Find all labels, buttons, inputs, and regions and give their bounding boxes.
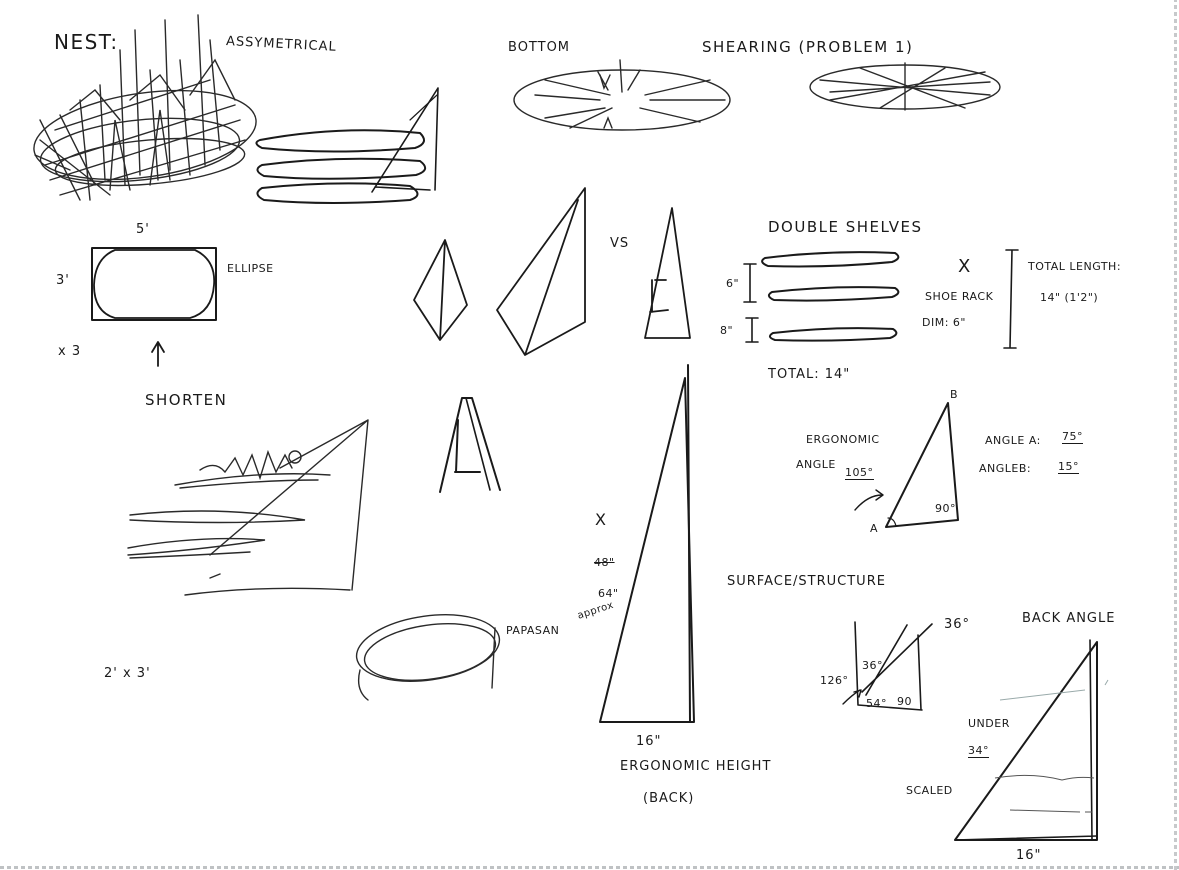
sixteen-inch-label-2: 16"	[1016, 848, 1042, 863]
shearing-disc	[809, 62, 1001, 111]
angle-105-label: 105°	[845, 466, 874, 480]
ergonomic-triangle	[599, 364, 695, 723]
back-angle-label: BACK ANGLE	[1022, 611, 1116, 626]
angle-b-value: 15°	[1058, 460, 1079, 474]
sixty-four-label: 64"	[598, 587, 619, 600]
ergonomic-height-label: ERGONOMIC HEIGHT	[620, 759, 772, 774]
angle-a-value: 75°	[1062, 430, 1083, 444]
a-frame	[439, 397, 501, 493]
scaled-label: SCALED	[906, 784, 953, 797]
bottom-label: BOTTOM	[508, 40, 571, 55]
under-label: UNDER	[968, 717, 1010, 730]
assymetrical-shelves	[255, 87, 439, 204]
fifty-four-label: 54°	[866, 697, 887, 710]
x-mark-triangle: X	[595, 510, 608, 529]
total-label: TOTAL: 14"	[768, 367, 851, 382]
nest-scribble	[33, 14, 257, 201]
ninety-label: 90°	[935, 502, 956, 515]
angle-a-label: ANGLE A:	[985, 434, 1041, 447]
ellipse-rectangle	[91, 247, 217, 367]
back-angle-triangle	[954, 639, 1109, 841]
three-ft-label: 3'	[56, 273, 70, 288]
bottom-disc	[513, 59, 731, 131]
perforated-bottom-edge	[0, 866, 1179, 869]
five-ft-label: 5'	[136, 222, 150, 237]
ergonomic-angle-label-1: ERGONOMIC	[806, 433, 880, 446]
eight-inch-label: 8"	[720, 324, 734, 337]
a-vertex-label: A	[870, 522, 879, 535]
right-triangle-ab	[854, 402, 959, 528]
thirty-six-deg-label: 36°	[944, 617, 971, 632]
double-shelves	[743, 249, 1019, 349]
nest-label: NEST:	[54, 30, 119, 54]
shorten-shelves	[127, 419, 369, 596]
ergonomic-angle-label-2: ANGLE	[796, 458, 836, 471]
b-vertex-label: B	[950, 388, 959, 401]
double-shelves-label: DOUBLE SHELVES	[768, 218, 923, 236]
ellipse-label: ELLIPSE	[227, 262, 274, 275]
shearing-label: SHEARING (PROBLEM 1)	[702, 38, 914, 56]
thirty-four-label: 34°	[968, 744, 989, 758]
one-twenty-six-label: 126°	[820, 674, 849, 687]
two-by-three-label: 2' x 3'	[104, 666, 151, 681]
dim-label: DIM: 6"	[922, 316, 966, 329]
crossed-48-label: 48"	[594, 556, 615, 569]
papasan	[355, 614, 501, 701]
thirty-six-small-label: 36°	[862, 659, 883, 672]
shoe-rack-label: SHOE RACK	[925, 290, 994, 303]
sixteen-inch-label: 16"	[636, 734, 662, 749]
surface-structure-label: SURFACE/STRUCTURE	[727, 574, 886, 589]
back-label: (BACK)	[643, 791, 695, 806]
angle-b-label: ANGLEB:	[979, 462, 1032, 475]
vs-label: VS	[610, 236, 630, 251]
papasan-label: PAPASAN	[506, 624, 560, 637]
perforated-right-edge	[1174, 0, 1177, 870]
x-mark-shelves: X	[958, 256, 972, 277]
shorten-label: SHORTEN	[145, 391, 228, 409]
kite-shapes	[413, 187, 691, 356]
x3-label: x 3	[58, 344, 82, 359]
ninety-small-label: 90	[897, 695, 912, 708]
total-length-value: 14" (1'2")	[1040, 291, 1099, 304]
six-inch-label: 6"	[726, 277, 740, 290]
total-length-label: TOTAL LENGTH:	[1028, 260, 1122, 273]
angle-sketch	[842, 621, 933, 711]
